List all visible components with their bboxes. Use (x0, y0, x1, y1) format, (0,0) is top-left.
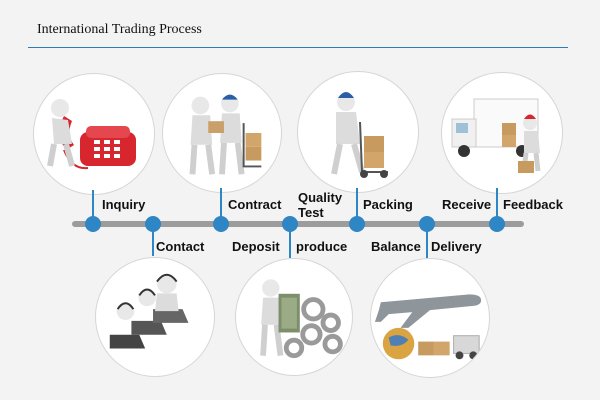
delivery-stem (426, 226, 428, 258)
call-center-illustration (95, 257, 215, 377)
packing-stem (356, 188, 358, 220)
handshake-contract-illustration (162, 73, 282, 193)
step-label-quality-test: Quality Test (298, 190, 343, 220)
contract-dot (213, 216, 229, 232)
title-divider (28, 47, 568, 48)
step-label-receive: Receive (442, 197, 492, 212)
money-gears-illustration (235, 258, 353, 376)
step-label-balance: Balance (371, 239, 421, 254)
receive-stem (496, 188, 498, 220)
delivery-dot (419, 216, 435, 232)
contract-stem (220, 188, 222, 220)
delivery-truck-illustration (441, 72, 563, 194)
packing-dot (349, 216, 365, 232)
contact-stem (152, 226, 154, 256)
step-label-packing: Packing (363, 197, 413, 212)
step-label-contract: Contract (228, 197, 282, 212)
timeline-bar (72, 221, 524, 227)
page-title: International Trading Process (37, 22, 202, 37)
produce-dot (282, 216, 298, 232)
phone-inquiry-illustration (33, 73, 155, 195)
step-label-produce: produce (296, 239, 348, 254)
step-label-delivery: Delivery (431, 239, 482, 254)
receive-dot (489, 216, 505, 232)
step-label-contact: Contact (156, 239, 205, 254)
hand-truck-illustration (297, 71, 419, 193)
inquiry-dot (85, 216, 101, 232)
contact-dot (145, 216, 161, 232)
produce-stem (289, 226, 291, 258)
step-label-inquiry: Inquiry (102, 197, 146, 212)
inquiry-stem (92, 190, 94, 220)
step-label-feedback: Feedback (503, 197, 563, 212)
step-label-deposit: Deposit (232, 239, 280, 254)
airplane-globe-illustration (370, 258, 490, 378)
